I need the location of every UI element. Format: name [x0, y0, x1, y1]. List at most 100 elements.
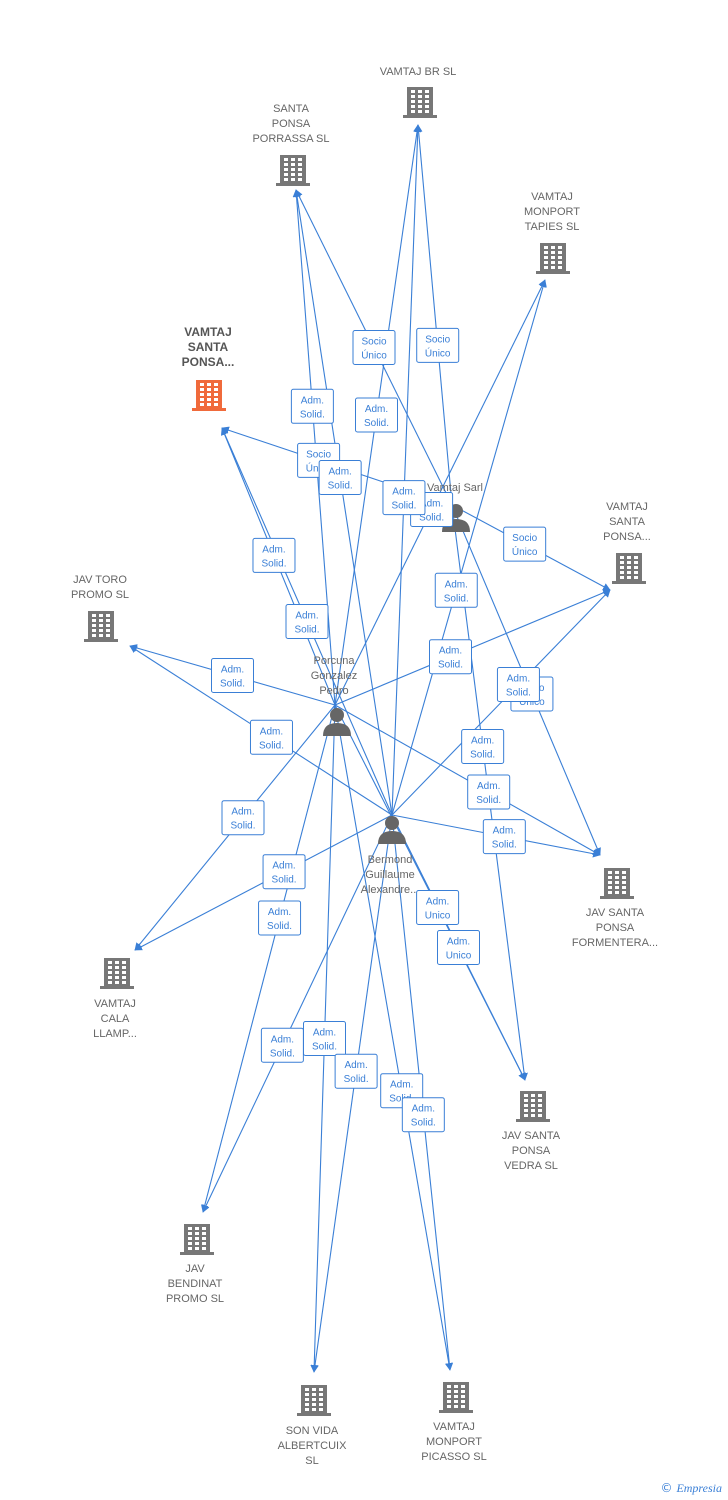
node-label-line: Porcuna	[314, 655, 356, 667]
edge-bermond-to-vamtaj-br[interactable]	[391, 124, 422, 816]
relation-tag-box	[249, 719, 293, 755]
relation-tag-text: Adm.	[493, 826, 516, 837]
relation-tag[interactable]: Adm.Solid.	[285, 604, 329, 639]
edge-line	[293, 189, 393, 816]
relation-tag-text: Adm.	[268, 907, 291, 918]
relation-tag[interactable]: Adm. Solid.	[221, 800, 265, 836]
building-icon	[297, 1385, 331, 1416]
edge-bermond-to-vamtaj-santa-ponsa-2[interactable]	[391, 589, 611, 816]
relation-tag[interactable]: Adm.Unico	[437, 930, 480, 965]
relation-tag[interactable]: Adm.Solid.	[334, 1053, 378, 1089]
relation-tag[interactable]: Adm.Solid.	[461, 729, 505, 764]
edge-vamtaj-sarl-to-vamtaj-br[interactable]	[414, 124, 453, 506]
node-label-line: JAV SANTA	[586, 907, 645, 919]
relation-tag[interactable]: Adm.Solid.	[290, 388, 334, 424]
node-label-line: VAMTAJ	[94, 998, 136, 1010]
relation-tag-box	[285, 604, 329, 639]
relation-tag-text: Solid.	[230, 821, 255, 832]
relation-tag[interactable]: Adm.Unico	[416, 890, 460, 925]
relation-tag[interactable]: Adm.Solid.	[249, 719, 293, 755]
relation-tag-text: Solid.	[259, 740, 284, 751]
relation-tag[interactable]: Adm.Solid.	[318, 460, 362, 495]
building-icon	[84, 611, 118, 642]
relation-tag[interactable]: Adm. Solid.	[211, 658, 254, 693]
company-node-jav-santa-ponsa-formentera[interactable]: JAV SANTAPONSAFORMENTERA...	[572, 868, 658, 949]
brand-name: Empresia	[676, 1481, 722, 1495]
relation-tag-box	[221, 800, 265, 836]
edge-porcuna-to-vamtaj-santa-ponsa-2[interactable]	[334, 589, 611, 706]
relation-tag[interactable]: Adm.Solid.	[382, 480, 426, 516]
node-label-line: LLAMP...	[93, 1028, 137, 1040]
company-node-vamtaj-br[interactable]: VAMTAJ BR SL	[380, 66, 457, 118]
person-icon	[378, 816, 406, 844]
relation-tag-text: Socio	[425, 334, 450, 345]
node-label-line: ALBERTCUIX	[278, 1440, 348, 1452]
relation-tag[interactable]: Adm. Solid.	[401, 1097, 445, 1133]
person-icon	[323, 708, 351, 736]
relation-tag[interactable]: Adm.Solid.	[355, 397, 398, 433]
relation-tag-text: Único	[361, 349, 387, 362]
relation-tag[interactable]: Adm.Solid.	[482, 819, 526, 855]
relation-tag-text: Solid.	[411, 1118, 436, 1129]
relation-tag[interactable]: Adm.Solid.	[303, 1021, 346, 1056]
relation-tag-box	[429, 639, 472, 675]
relation-tag-box	[482, 819, 526, 855]
relation-tag[interactable]: Adm. Solid.	[258, 900, 302, 936]
relation-tag-text: Adm.	[477, 781, 500, 792]
relation-tag-text: Adm.	[231, 807, 254, 818]
node-label-line: SANTA	[273, 103, 310, 115]
relation-tag-text: Adm.	[221, 665, 244, 676]
relation-tag-text: Solid.	[220, 679, 245, 690]
node-label-line: JAV SANTA	[502, 1130, 561, 1142]
relation-tag[interactable]: Adm.Solid.	[260, 1027, 304, 1063]
node-label-line: Pedro	[319, 685, 348, 697]
edge-porcuna-to-jav-bendinat-promo[interactable]	[201, 704, 336, 1213]
node-label-line: VEDRA SL	[504, 1160, 558, 1172]
edge-bermond-to-santa-ponsa-porrassa[interactable]	[293, 189, 393, 816]
building-icon	[192, 380, 226, 411]
company-node-vamtaj-santa-ponsa-2[interactable]: VAMTAJSANTAPONSA...	[603, 501, 651, 584]
relation-tag[interactable]: Adm.Solid.	[467, 774, 511, 810]
person-node-bermond[interactable]: BermondGuillaumeAlexandre...	[361, 816, 420, 896]
edges-layer	[129, 124, 611, 1373]
node-label-line: Vamtaj Sarl	[427, 482, 483, 494]
edge-bermond-to-son-vida-albertcuix[interactable]	[311, 814, 393, 1373]
relation-tag-box	[382, 480, 426, 516]
node-label-line: Alexandre...	[361, 884, 420, 896]
node-label-line: SANTA	[609, 516, 646, 528]
edge-bermond-to-vamtaj-monport-tapies[interactable]	[391, 279, 547, 816]
company-node-vamtaj-cala-llamp[interactable]: VAMTAJCALALLAMP...	[93, 958, 137, 1040]
relation-tag[interactable]: Adm.Solid.	[496, 667, 540, 702]
company-node-vamtaj-santa-ponsa-main[interactable]: VAMTAJSANTAPONSA...	[182, 325, 235, 411]
relation-tag-text: Adm.	[412, 1104, 435, 1115]
relation-tag[interactable]: Adm.Solid.	[252, 537, 296, 573]
node-label-line: SANTA	[188, 340, 229, 354]
relation-tag[interactable]: Adm.Solid.	[262, 854, 306, 890]
brand-footer[interactable]: ©Empresia	[660, 1481, 722, 1496]
relation-tag-text: Solid.	[270, 1048, 295, 1059]
relation-tag-text: Solid.	[267, 921, 292, 932]
relation-tag-text: Adm.	[365, 404, 388, 415]
relation-tag[interactable]: Adm.Solid.	[429, 639, 472, 675]
edge-bermond-to-jav-bendinat-promo[interactable]	[202, 814, 393, 1213]
relation-tag-text: Socio	[512, 533, 537, 544]
relation-tag[interactable]: Adm.Solid.	[434, 572, 478, 608]
relation-tag-text: Solid.	[391, 501, 416, 512]
edge-line	[414, 124, 453, 506]
relation-tag-text: Solid.	[344, 1074, 369, 1085]
building-icon	[600, 868, 634, 899]
edge-porcuna-to-vamtaj-monport-picasso[interactable]	[334, 704, 453, 1371]
relation-tag-text: Solid.	[261, 558, 286, 569]
